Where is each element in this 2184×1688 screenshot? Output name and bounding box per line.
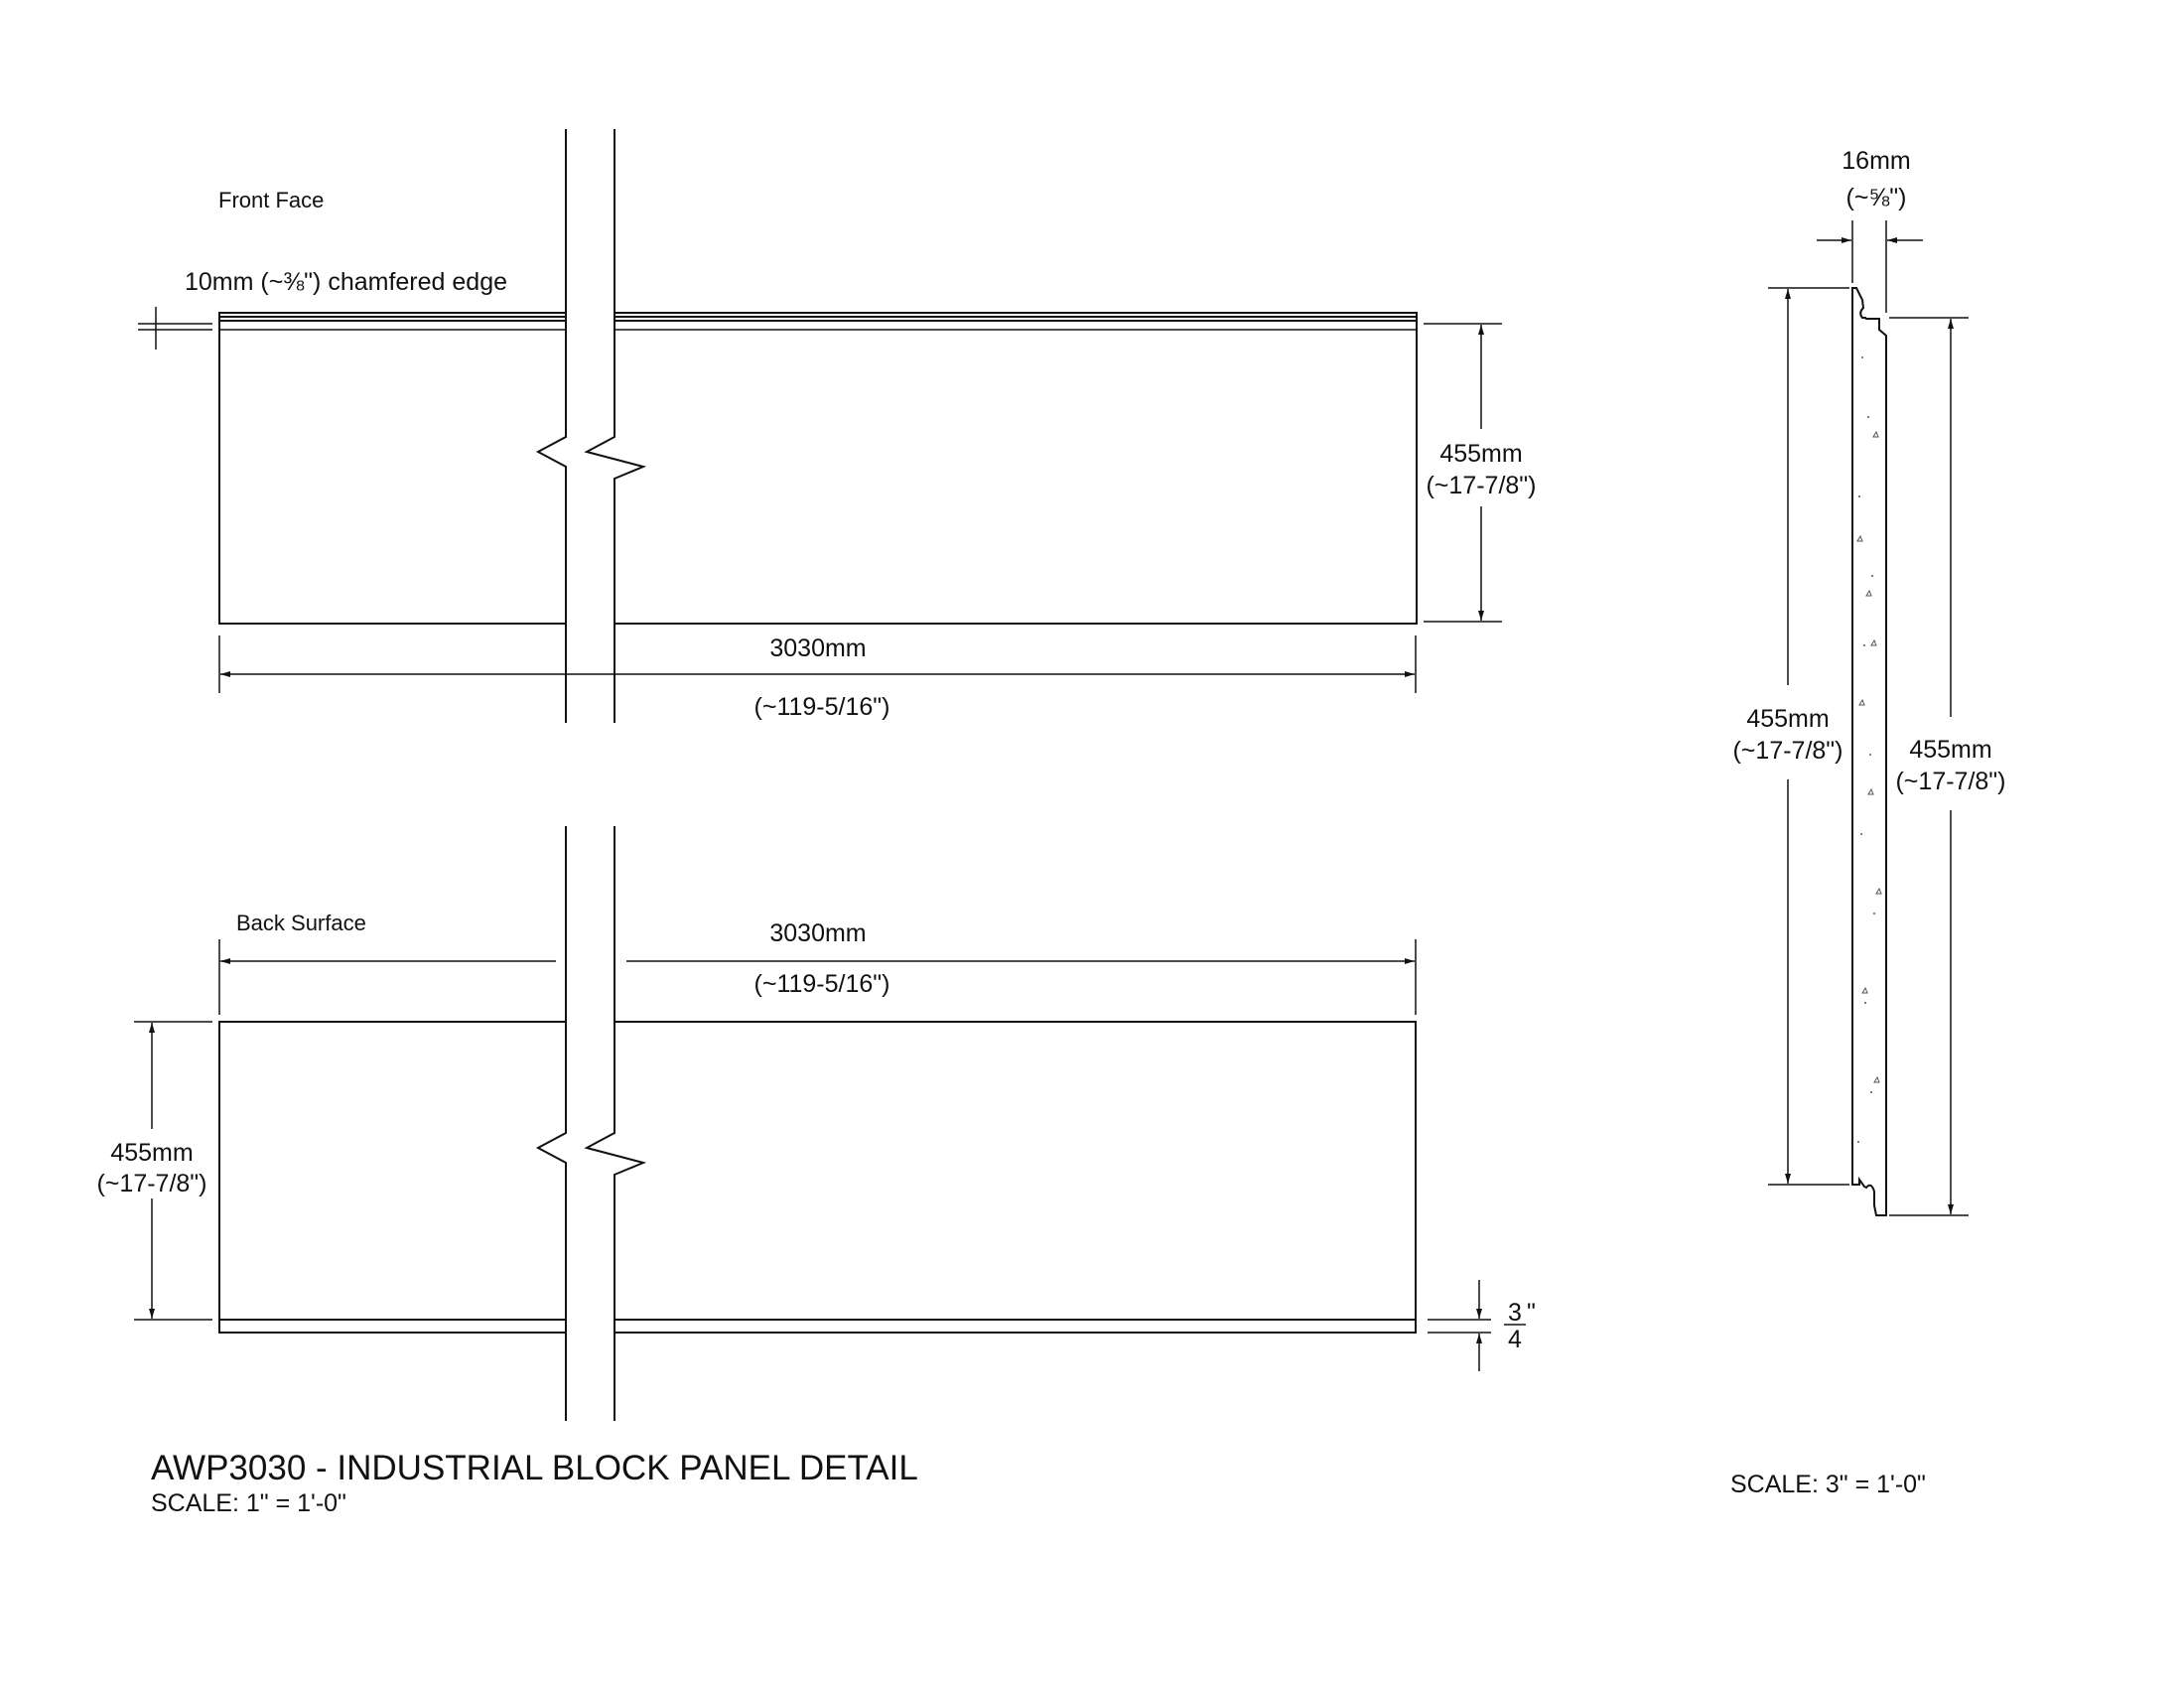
break-line-icon [535,129,647,723]
front-face-label: Front Face [218,188,324,212]
strip-denominator: 4 [1508,1326,1522,1353]
front-height-mm: 455mm [1439,440,1522,468]
panel-profile [1851,287,1887,1216]
section-left-height-in: (~17-7/8") [1732,737,1843,765]
strip-numerator: 3 [1508,1299,1522,1327]
section-left-height-mm: 455mm [1746,705,1829,733]
back-width-mm: 3030mm [769,919,866,947]
front-break-gap [567,127,614,725]
front-panel-outline [218,312,1418,625]
back-panel-outline [218,1021,1417,1334]
back-height-mm: 455mm [110,1139,193,1167]
drawing-title: AWP3030 - INDUSTRIAL BLOCK PANEL DETAIL [151,1449,918,1487]
drawing-scale: SCALE: 1" = 1'-0" [151,1489,346,1517]
chamfer-note: 10mm (~⅜") chamfered edge [185,268,507,296]
thickness-in: (~⅝") [1846,184,1907,211]
strip-unit: " [1527,1299,1536,1327]
back-break-gap [567,824,614,1423]
front-height-dimension: 455mm (~17-7/8") [1424,323,1537,623]
break-line-icon [535,826,647,1421]
section-right-height-in: (~17-7/8") [1895,768,2005,795]
front-width-in: (~119-5/16") [754,693,890,721]
thickness-mm: 16mm [1842,147,1910,175]
back-surface-view: Back Surface 3030mm (~119-5/16") 455mm (… [96,824,1536,1423]
front-width-dimension: 3030mm (~119-5/16") [218,634,1417,721]
section-view: 16mm (~⅝") 455mm (~17-7/8") 455mm [1730,147,2006,1498]
back-width-in: (~119-5/16") [754,970,890,998]
chamfer-dimension-tick [138,307,212,350]
back-surface-label: Back Surface [236,911,366,935]
chamfer-lines [219,316,1417,331]
aggregate-texture [1856,356,1882,1143]
front-width-mm: 3030mm [769,634,866,662]
front-face-view: Front Face 10mm (~⅜") chamfered edge 455… [138,127,1537,725]
strip-dimension: 3 4 " [1428,1280,1536,1371]
section-right-height-mm: 455mm [1909,736,1991,764]
front-height-in: (~17-7/8") [1426,472,1536,499]
back-height-in: (~17-7/8") [96,1170,206,1197]
section-left-height-dimension: 455mm (~17-7/8") [1732,287,1849,1186]
back-height-dimension: 455mm (~17-7/8") [96,1021,212,1321]
section-scale: SCALE: 3" = 1'-0" [1730,1471,1926,1498]
back-width-dimension: 3030mm (~119-5/16") [218,919,1417,1015]
section-right-height-dimension: 455mm (~17-7/8") [1889,317,2006,1216]
